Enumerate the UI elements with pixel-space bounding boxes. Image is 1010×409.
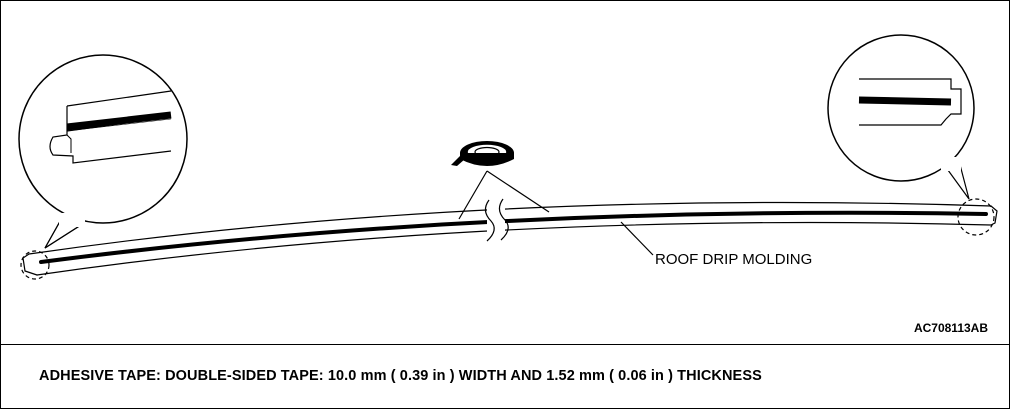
left-detail-callout (18, 54, 188, 249)
tape-spec-caption: ADHESIVE TAPE: DOUBLE-SIDED TAPE: 10.0 m… (39, 368, 762, 384)
figure-panel: ROOF DRIP MOLDING (1, 1, 1009, 345)
molding-callout-leader (620, 221, 654, 256)
left-detail-marker (20, 250, 50, 280)
roof-drip-molding-diagram: ROOF DRIP MOLDING (18, 34, 998, 335)
molding-right-end (990, 205, 998, 226)
tape-leader-lines (458, 170, 550, 220)
molding-strip (22, 201, 998, 276)
molding-outline-bottom (36, 221, 992, 276)
figure-code: AC708113AB (914, 321, 988, 335)
right-detail-callout (827, 34, 975, 200)
tape-roll-icon (451, 141, 514, 166)
molding-black-band (39, 210, 988, 264)
break-symbol (484, 198, 509, 243)
molding-callout-label: ROOF DRIP MOLDING (655, 251, 812, 268)
molding-left-end (22, 253, 38, 276)
right-detail-marker (957, 198, 995, 236)
